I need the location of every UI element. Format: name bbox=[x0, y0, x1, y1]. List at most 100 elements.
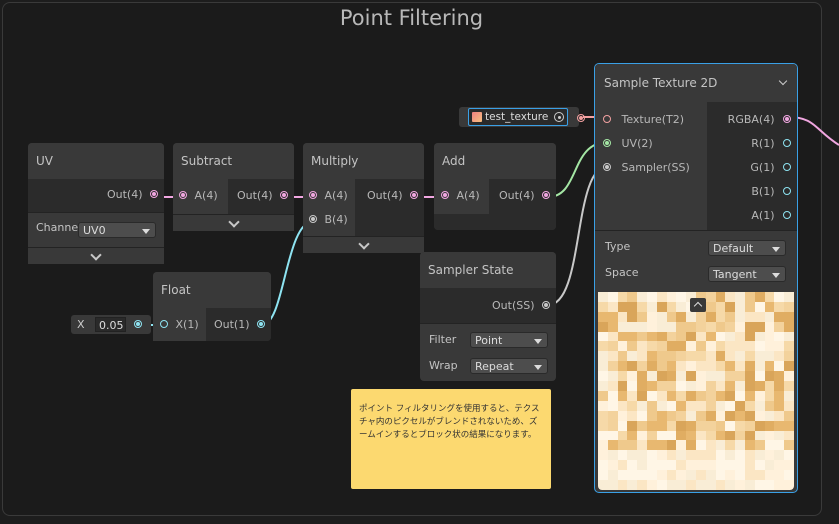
add-node[interactable]: Add A(4) Out(4) bbox=[434, 143, 556, 230]
port-label: A(4) bbox=[456, 189, 480, 202]
in-port-x[interactable]: X(1) bbox=[160, 317, 199, 333]
port-dot-icon[interactable] bbox=[542, 191, 550, 199]
node-ports: Out(4) bbox=[28, 179, 164, 212]
port-dot-icon[interactable] bbox=[603, 139, 611, 147]
out-port-rgba[interactable]: RGBA(4) bbox=[728, 112, 791, 128]
space-value: Tangent bbox=[713, 268, 757, 281]
port-dot-icon[interactable] bbox=[160, 320, 168, 328]
collapse-toggle[interactable] bbox=[173, 214, 294, 231]
port-dot-icon[interactable] bbox=[603, 163, 611, 171]
group-title[interactable]: Point Filtering bbox=[339, 6, 484, 30]
in-port-a[interactable]: A(4) bbox=[441, 188, 480, 204]
node-ports: X(1) Out(1) bbox=[153, 308, 271, 341]
node-ports: A(4) Out(4) bbox=[434, 179, 556, 214]
out-port[interactable]: Out(4) bbox=[367, 188, 418, 204]
out-port[interactable]: Out(1) bbox=[214, 317, 265, 333]
collapse-preview-icon[interactable] bbox=[690, 298, 706, 312]
channel-label: Channe bbox=[36, 221, 79, 234]
port-label: X(1) bbox=[175, 318, 199, 331]
out-port-a[interactable]: A(1) bbox=[751, 208, 791, 224]
texture-preview bbox=[598, 292, 794, 490]
x-value-input[interactable]: 0.05 bbox=[95, 317, 126, 332]
port-label: B(1) bbox=[751, 185, 775, 198]
x-label: X bbox=[77, 318, 85, 331]
port-dot-icon[interactable] bbox=[603, 115, 611, 123]
sampler-state-node[interactable]: Sampler State Out(SS) Filter Point Wrap … bbox=[420, 252, 556, 381]
out-port[interactable]: Out(SS) bbox=[492, 298, 550, 314]
port-label: Out(1) bbox=[213, 318, 250, 331]
type-dropdown[interactable]: Default bbox=[708, 240, 786, 256]
port-dot-icon[interactable] bbox=[309, 191, 317, 199]
space-dropdown[interactable]: Tangent bbox=[708, 266, 786, 282]
out-port[interactable]: Out(4) bbox=[107, 187, 158, 203]
port-dot-icon[interactable] bbox=[783, 139, 791, 147]
float-node[interactable]: Float X(1) Out(1) bbox=[153, 272, 271, 341]
port-dot-icon[interactable] bbox=[179, 191, 187, 199]
port-label: Out(4) bbox=[106, 188, 143, 201]
caret-down-icon bbox=[772, 247, 780, 252]
port-label: RGBA(4) bbox=[727, 113, 775, 126]
port-label: A(4) bbox=[324, 189, 348, 202]
sticky-note-text: ポイント フィルタリングを使用すると、テクスチャ内のピクセルがブレンドされないた… bbox=[359, 404, 540, 440]
port-dot-icon[interactable] bbox=[783, 163, 791, 171]
in-port-a[interactable]: A(4) bbox=[179, 188, 218, 204]
node-title: Sampler State bbox=[420, 252, 556, 288]
chevron-down-icon bbox=[357, 238, 370, 250]
texture-thumbnail-icon bbox=[472, 112, 482, 122]
port-dot-icon[interactable] bbox=[783, 187, 791, 195]
in-port-sampler[interactable]: Sampler(SS) bbox=[603, 160, 690, 176]
channel-value: UV0 bbox=[83, 224, 106, 237]
object-picker-icon[interactable] bbox=[554, 112, 564, 122]
port-label: UV(2) bbox=[621, 137, 653, 150]
port-label: B(4) bbox=[324, 213, 348, 226]
in-port-texture[interactable]: Texture(T2) bbox=[603, 112, 684, 128]
out-port-b[interactable]: B(1) bbox=[751, 184, 791, 200]
port-label: Out(SS) bbox=[492, 299, 535, 312]
out-port-g[interactable]: G(1) bbox=[750, 160, 791, 176]
subtract-node[interactable]: Subtract A(4) Out(4) bbox=[173, 143, 294, 231]
caret-down-icon bbox=[142, 229, 150, 234]
caret-down-icon bbox=[772, 273, 780, 278]
port-dot-icon[interactable] bbox=[783, 115, 791, 123]
texture-out-port-icon[interactable] bbox=[577, 114, 585, 122]
port-dot-icon[interactable] bbox=[150, 190, 158, 198]
type-value: Default bbox=[713, 242, 754, 255]
sample-texture-2d-node[interactable]: Sample Texture 2D Texture(T2) UV(2) Samp… bbox=[594, 63, 798, 493]
in-port-b[interactable]: B(4) bbox=[309, 212, 348, 228]
port-label: Texture(T2) bbox=[621, 113, 685, 126]
caret-down-icon bbox=[534, 365, 542, 370]
collapse-toggle[interactable] bbox=[28, 247, 164, 264]
port-dot-icon[interactable] bbox=[542, 301, 550, 309]
wrap-label: Wrap bbox=[429, 359, 458, 372]
preview-pixels bbox=[598, 292, 794, 490]
wrap-value: Repeat bbox=[475, 360, 514, 373]
port-dot-icon[interactable] bbox=[280, 191, 288, 199]
port-dot-icon[interactable] bbox=[309, 215, 317, 223]
float-x-field[interactable]: X 0.05 bbox=[71, 315, 151, 334]
filter-value: Point bbox=[475, 334, 503, 347]
node-title: Multiply bbox=[303, 143, 424, 179]
port-label: G(1) bbox=[750, 161, 775, 174]
node-ports: A(4) Out(4) bbox=[173, 179, 294, 214]
port-dot-icon[interactable] bbox=[134, 320, 142, 328]
port-dot-icon[interactable] bbox=[410, 191, 418, 199]
multiply-node[interactable]: Multiply A(4) B(4) Out(4) bbox=[303, 143, 424, 253]
collapse-toggle[interactable] bbox=[303, 236, 424, 253]
texture-object-field[interactable]: test_texture bbox=[468, 108, 568, 126]
out-port[interactable]: Out(4) bbox=[499, 188, 550, 204]
in-port-uv[interactable]: UV(2) bbox=[603, 136, 653, 152]
wrap-dropdown[interactable]: Repeat bbox=[470, 358, 548, 374]
port-label: Out(4) bbox=[236, 189, 273, 202]
node-title: Add bbox=[434, 143, 556, 179]
channel-dropdown[interactable]: UV0 bbox=[78, 222, 156, 238]
sticky-note[interactable]: ポイント フィルタリングを使用すると、テクスチャ内のピクセルがブレンドされないた… bbox=[351, 389, 551, 489]
uv-node[interactable]: UV Out(4) Channe UV0 bbox=[28, 143, 164, 264]
in-port-a[interactable]: A(4) bbox=[309, 188, 348, 204]
filter-dropdown[interactable]: Point bbox=[470, 332, 548, 348]
out-port-r[interactable]: R(1) bbox=[751, 136, 791, 152]
port-dot-icon[interactable] bbox=[257, 320, 265, 328]
out-port[interactable]: Out(4) bbox=[237, 188, 288, 204]
port-dot-icon[interactable] bbox=[783, 211, 791, 219]
port-dot-icon[interactable] bbox=[441, 191, 449, 199]
